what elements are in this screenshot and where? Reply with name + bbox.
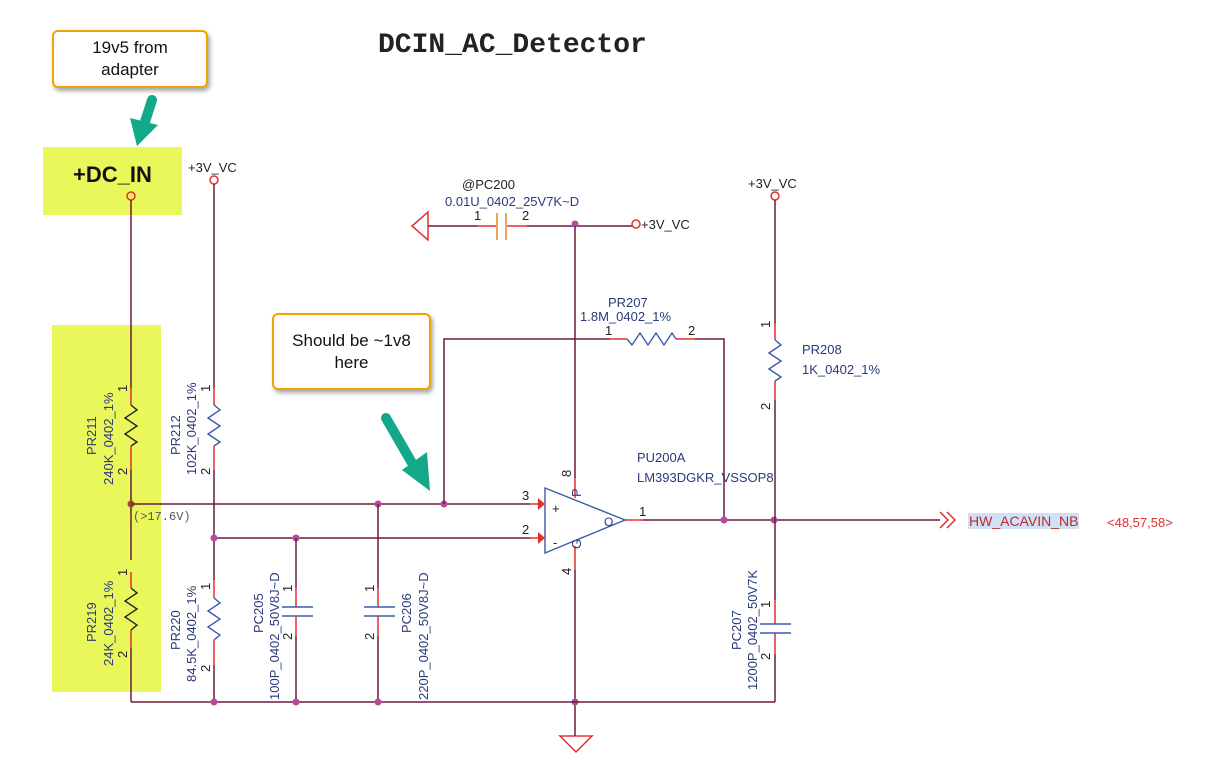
svg-text:4: 4 bbox=[559, 568, 574, 575]
pu200a-value: LM393DGKR_VSSOP8 bbox=[637, 470, 774, 485]
vcc-left-label: +3V_VC bbox=[188, 160, 237, 175]
svg-text:8: 8 bbox=[559, 470, 574, 477]
dc-in-highlight bbox=[43, 147, 182, 215]
capacitor-pc200[interactable]: @PC200 0.01U_0402_25V7K~D 1 2 bbox=[410, 177, 632, 242]
output-xref[interactable]: <48,57,58> bbox=[1107, 515, 1173, 530]
resistor-pr208[interactable]: PR208 1K_0402_1% 1 2 bbox=[758, 321, 881, 600]
svg-text:2: 2 bbox=[758, 653, 773, 660]
pr219-value: 24K_0402_1% bbox=[101, 580, 116, 666]
schematic-title: DCIN_AC_Detector bbox=[378, 30, 647, 61]
pc205-value: 100P_0402_50V8J~D bbox=[267, 572, 282, 700]
svg-text:2: 2 bbox=[522, 522, 529, 537]
svg-text:1: 1 bbox=[474, 208, 481, 223]
pc206-ref: PC206 bbox=[399, 593, 414, 633]
pu200a-ref: PU200A bbox=[637, 450, 686, 465]
pr212-ref: PR212 bbox=[168, 415, 183, 455]
offpage-connector-icon bbox=[939, 511, 957, 529]
svg-text:G: G bbox=[569, 539, 584, 549]
svg-text:2: 2 bbox=[362, 633, 377, 640]
svg-text:2: 2 bbox=[115, 651, 130, 658]
arrow-icon bbox=[130, 95, 158, 146]
pc205-ref: PC205 bbox=[251, 593, 266, 633]
svg-text:+: + bbox=[552, 501, 560, 516]
pc200-ref: @PC200 bbox=[462, 177, 515, 192]
pc207-ref: PC207 bbox=[729, 610, 744, 650]
pc206-value: 220P_0402_50V8J~D bbox=[416, 572, 431, 700]
junction-dot bbox=[374, 698, 382, 706]
junction-dot bbox=[210, 534, 218, 542]
divider-highlight bbox=[52, 325, 161, 692]
svg-text:1: 1 bbox=[115, 385, 130, 392]
junction-dot bbox=[210, 698, 218, 706]
junction-dot bbox=[770, 516, 778, 524]
divider-voltage-note: (>17.6V) bbox=[133, 510, 191, 524]
svg-text:2: 2 bbox=[115, 468, 130, 475]
svg-text:1: 1 bbox=[362, 585, 377, 592]
svg-text:2: 2 bbox=[280, 633, 295, 640]
dc-in-label: +DC_IN bbox=[73, 162, 152, 187]
vcc-mid-label: +3V_VC bbox=[641, 217, 690, 232]
junction-dot bbox=[720, 516, 728, 524]
svg-text:2: 2 bbox=[522, 208, 529, 223]
junction-dot bbox=[292, 698, 300, 706]
svg-text:P: P bbox=[569, 488, 584, 497]
pr211-ref: PR211 bbox=[84, 416, 99, 455]
svg-text:1: 1 bbox=[198, 385, 213, 392]
svg-text:2: 2 bbox=[198, 468, 213, 475]
svg-text:O: O bbox=[604, 515, 613, 529]
junction-dot bbox=[571, 220, 579, 228]
svg-text:-: - bbox=[553, 535, 557, 550]
svg-text:1: 1 bbox=[758, 321, 773, 328]
svg-text:1: 1 bbox=[280, 585, 295, 592]
resistor-pr211[interactable]: PR211 240K_0402_1% 1 2 bbox=[84, 385, 139, 560]
pr219-ref: PR219 bbox=[84, 602, 99, 642]
vcc-right-label: +3V_VC bbox=[748, 176, 797, 191]
resistor-pr207[interactable]: PR207 1.8M_0402_1% 1 2 bbox=[443, 295, 725, 520]
svg-text:1: 1 bbox=[115, 569, 130, 576]
pr208-ref: PR208 bbox=[802, 342, 842, 357]
svg-text:3: 3 bbox=[522, 488, 529, 503]
capacitor-pc206[interactable]: PC206 220P_0402_50V8J~D 1 2 bbox=[362, 504, 431, 702]
comparator-pu200a[interactable]: 3 2 + - P G O 8 4 1 PU200A LM393DGKR_VSS… bbox=[522, 450, 774, 575]
ground-icon bbox=[558, 735, 594, 754]
dc-in-net bbox=[126, 191, 136, 388]
ground-icon bbox=[410, 210, 429, 242]
pr208-value: 1K_0402_1% bbox=[802, 362, 881, 377]
pr207-value: 1.8M_0402_1% bbox=[580, 309, 672, 324]
resistor-pr219[interactable]: PR219 24K_0402_1% 1 2 bbox=[84, 569, 139, 702]
resistor-pr212[interactable]: PR212 102K_0402_1% 1 2 bbox=[168, 382, 222, 580]
pr211-value: 240K_0402_1% bbox=[101, 392, 116, 485]
capacitor-pc205[interactable]: PC205 100P_0402_50V8J~D 1 2 bbox=[251, 538, 313, 702]
pr220-ref: PR220 bbox=[168, 610, 183, 650]
vcc-right-net: +3V_VC bbox=[748, 176, 797, 324]
svg-text:1: 1 bbox=[639, 504, 646, 519]
svg-text:2: 2 bbox=[688, 323, 695, 338]
svg-text:1: 1 bbox=[758, 601, 773, 608]
svg-text:1: 1 bbox=[605, 323, 612, 338]
pr220-value: 84.5K_0402_1% bbox=[184, 585, 199, 682]
svg-text:1: 1 bbox=[198, 583, 213, 590]
capacitor-pc207[interactable]: PC207 1200P_0402_50V7K 1 2 bbox=[729, 570, 791, 702]
vcc-left-net: +3V_VC bbox=[188, 160, 237, 388]
output-net-label[interactable]: HW_ACAVIN_NB bbox=[968, 513, 1080, 529]
arrow-icon bbox=[381, 413, 430, 491]
pc207-value: 1200P_0402_50V7K bbox=[745, 570, 760, 690]
pc200-value: 0.01U_0402_25V7K~D bbox=[445, 194, 579, 209]
svg-text:2: 2 bbox=[758, 403, 773, 410]
svg-text:2: 2 bbox=[198, 665, 213, 672]
pr207-ref: PR207 bbox=[608, 295, 648, 310]
pr212-value: 102K_0402_1% bbox=[184, 382, 199, 475]
resistor-pr220[interactable]: PR220 84.5K_0402_1% 1 2 bbox=[168, 580, 222, 702]
vcc-mid-port bbox=[631, 219, 641, 229]
